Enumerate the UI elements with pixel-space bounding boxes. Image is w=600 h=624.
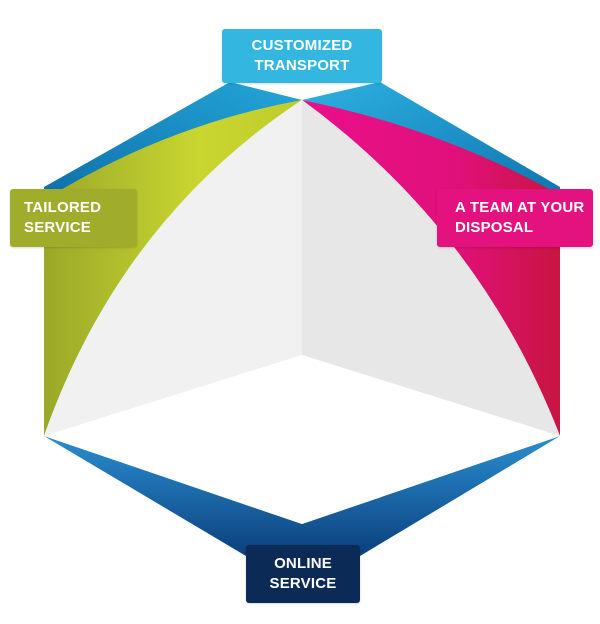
tailored-service-label: TAILORED SERVICE	[10, 189, 137, 247]
customized-transport-label: CUSTOMIZED TRANSPORT	[222, 29, 382, 83]
team-at-your-disposal-label: A TEAM AT YOUR DISPOSAL	[437, 189, 593, 247]
magenta-right-panel	[302, 100, 560, 436]
label-line: CUSTOMIZED	[251, 37, 353, 54]
label-line: DISPOSAL	[455, 219, 534, 236]
label-line: SERVICE	[24, 219, 91, 236]
label-line: ONLINE	[274, 555, 332, 572]
label-line: A TEAM AT YOUR	[455, 199, 585, 216]
green-left-panel	[44, 100, 302, 436]
left-light-face	[44, 100, 302, 436]
online-service-label: ONLINE SERVICE	[246, 545, 360, 603]
label-line: SERVICE	[269, 575, 337, 592]
right-light-face	[302, 100, 560, 436]
label-line: TAILORED	[24, 199, 102, 216]
top-right-blue-wedge	[302, 82, 560, 200]
bottom-white-face	[44, 355, 560, 524]
bottom-blue-wedge	[44, 436, 560, 560]
top-left-blue-wedge	[44, 82, 302, 205]
label-line: TRANSPORT	[254, 57, 350, 74]
